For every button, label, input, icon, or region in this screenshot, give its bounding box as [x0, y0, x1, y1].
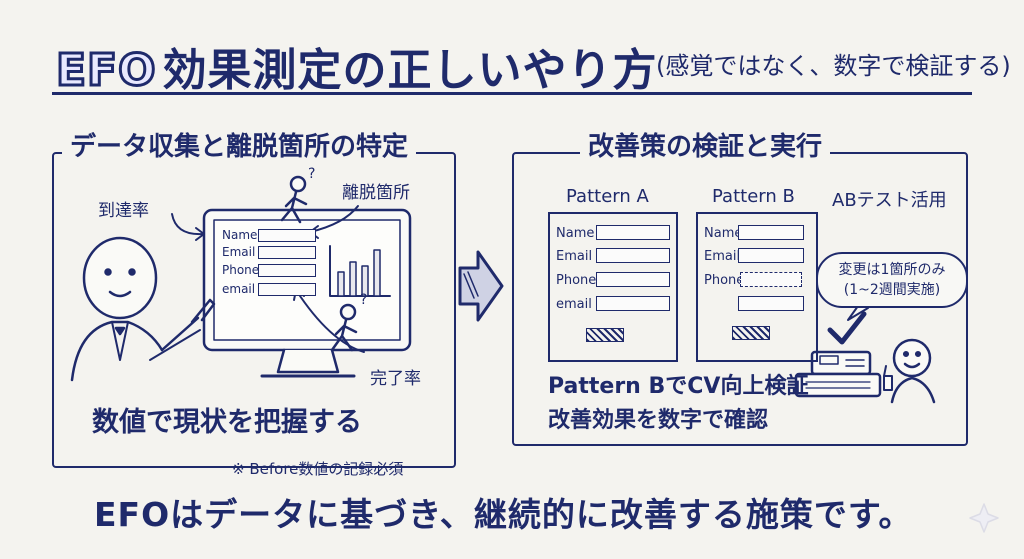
pattern-a-field — [596, 225, 670, 240]
title-efo: EFO — [55, 44, 158, 98]
arrow-right-icon — [458, 250, 504, 322]
left-bottom-text: 数値で現状を把握する — [92, 407, 362, 438]
right-bottom-line1: Pattern BでCV向上検証 — [548, 374, 809, 399]
bubble-line1: 変更は1箇所のみ — [838, 262, 946, 278]
title-underline — [52, 92, 972, 95]
pattern-b-title: Pattern B — [712, 186, 795, 207]
pattern-b-field — [738, 248, 804, 263]
thumbs-up-person-icon — [883, 338, 936, 404]
pattern-a-field — [596, 248, 670, 263]
form-field — [258, 264, 316, 277]
right-bottom-line2: 改善効果を数字で確認 — [548, 408, 769, 433]
form-field — [258, 229, 316, 242]
pattern-a-label-phone: Phone — [556, 273, 597, 288]
sparkle-icon — [969, 503, 999, 533]
completion-rate-label: 完了率 — [370, 369, 421, 389]
speech-bubble: 変更は1箇所のみ (1~2週間実施) — [816, 252, 968, 308]
form-label-email2: email — [222, 282, 256, 296]
question-mark: ? — [360, 292, 367, 308]
arrival-rate-label: 到達率 — [98, 201, 149, 221]
title-sub: (感覚ではなく、数字で検証する) — [656, 52, 1011, 80]
form-label-phone: Phone — [222, 263, 260, 277]
pattern-b-submit — [732, 326, 770, 340]
pattern-a-field — [596, 272, 670, 287]
checkmark-icon — [827, 311, 867, 345]
walking-person-icon — [330, 303, 358, 352]
pattern-b-field — [738, 225, 804, 240]
title-main: 効果測定の正しいやり方 — [162, 45, 658, 96]
pattern-b-field-changed — [740, 272, 802, 287]
person-pointing-icon — [70, 236, 216, 382]
pattern-a-form — [548, 212, 678, 362]
pattern-a-label-email2: email — [556, 297, 592, 312]
pattern-b-field — [738, 296, 804, 311]
form-label-email: Email — [222, 245, 256, 259]
left-panel-title: データ収集と離脱箇所の特定 — [62, 126, 417, 163]
pattern-a-label-email: Email — [556, 249, 593, 264]
footer-text: EFOはデータに基づき、継続的に改善する施策です。 — [94, 495, 913, 534]
ab-test-label: ABテスト活用 — [832, 190, 947, 211]
right-panel-title: 改善策の検証と実行 — [580, 126, 831, 163]
walking-person-icon — [280, 175, 308, 224]
bubble-line2: (1~2週間実施) — [843, 282, 941, 298]
question-mark: ? — [308, 166, 315, 182]
form-label-name: Name — [222, 228, 258, 242]
pattern-a-label-name: Name — [556, 226, 595, 241]
note-text: ※ Before数値の記録必須 — [232, 460, 404, 478]
pattern-b-label-name: Name — [704, 226, 743, 241]
bubble-tail — [847, 305, 869, 321]
dropoff-label: 離脱箇所 — [342, 183, 410, 203]
pattern-a-field — [596, 296, 670, 311]
monitor-icon — [202, 208, 412, 378]
form-field — [258, 283, 316, 296]
cash-register-icon — [794, 350, 882, 398]
pattern-b-label-phone: Phone — [704, 273, 745, 288]
bar-chart-icon — [329, 245, 391, 297]
form-field — [258, 246, 316, 259]
pattern-a-submit — [586, 328, 624, 342]
pattern-a-title: Pattern A — [566, 186, 649, 207]
pattern-b-label-email: Email — [704, 249, 741, 264]
